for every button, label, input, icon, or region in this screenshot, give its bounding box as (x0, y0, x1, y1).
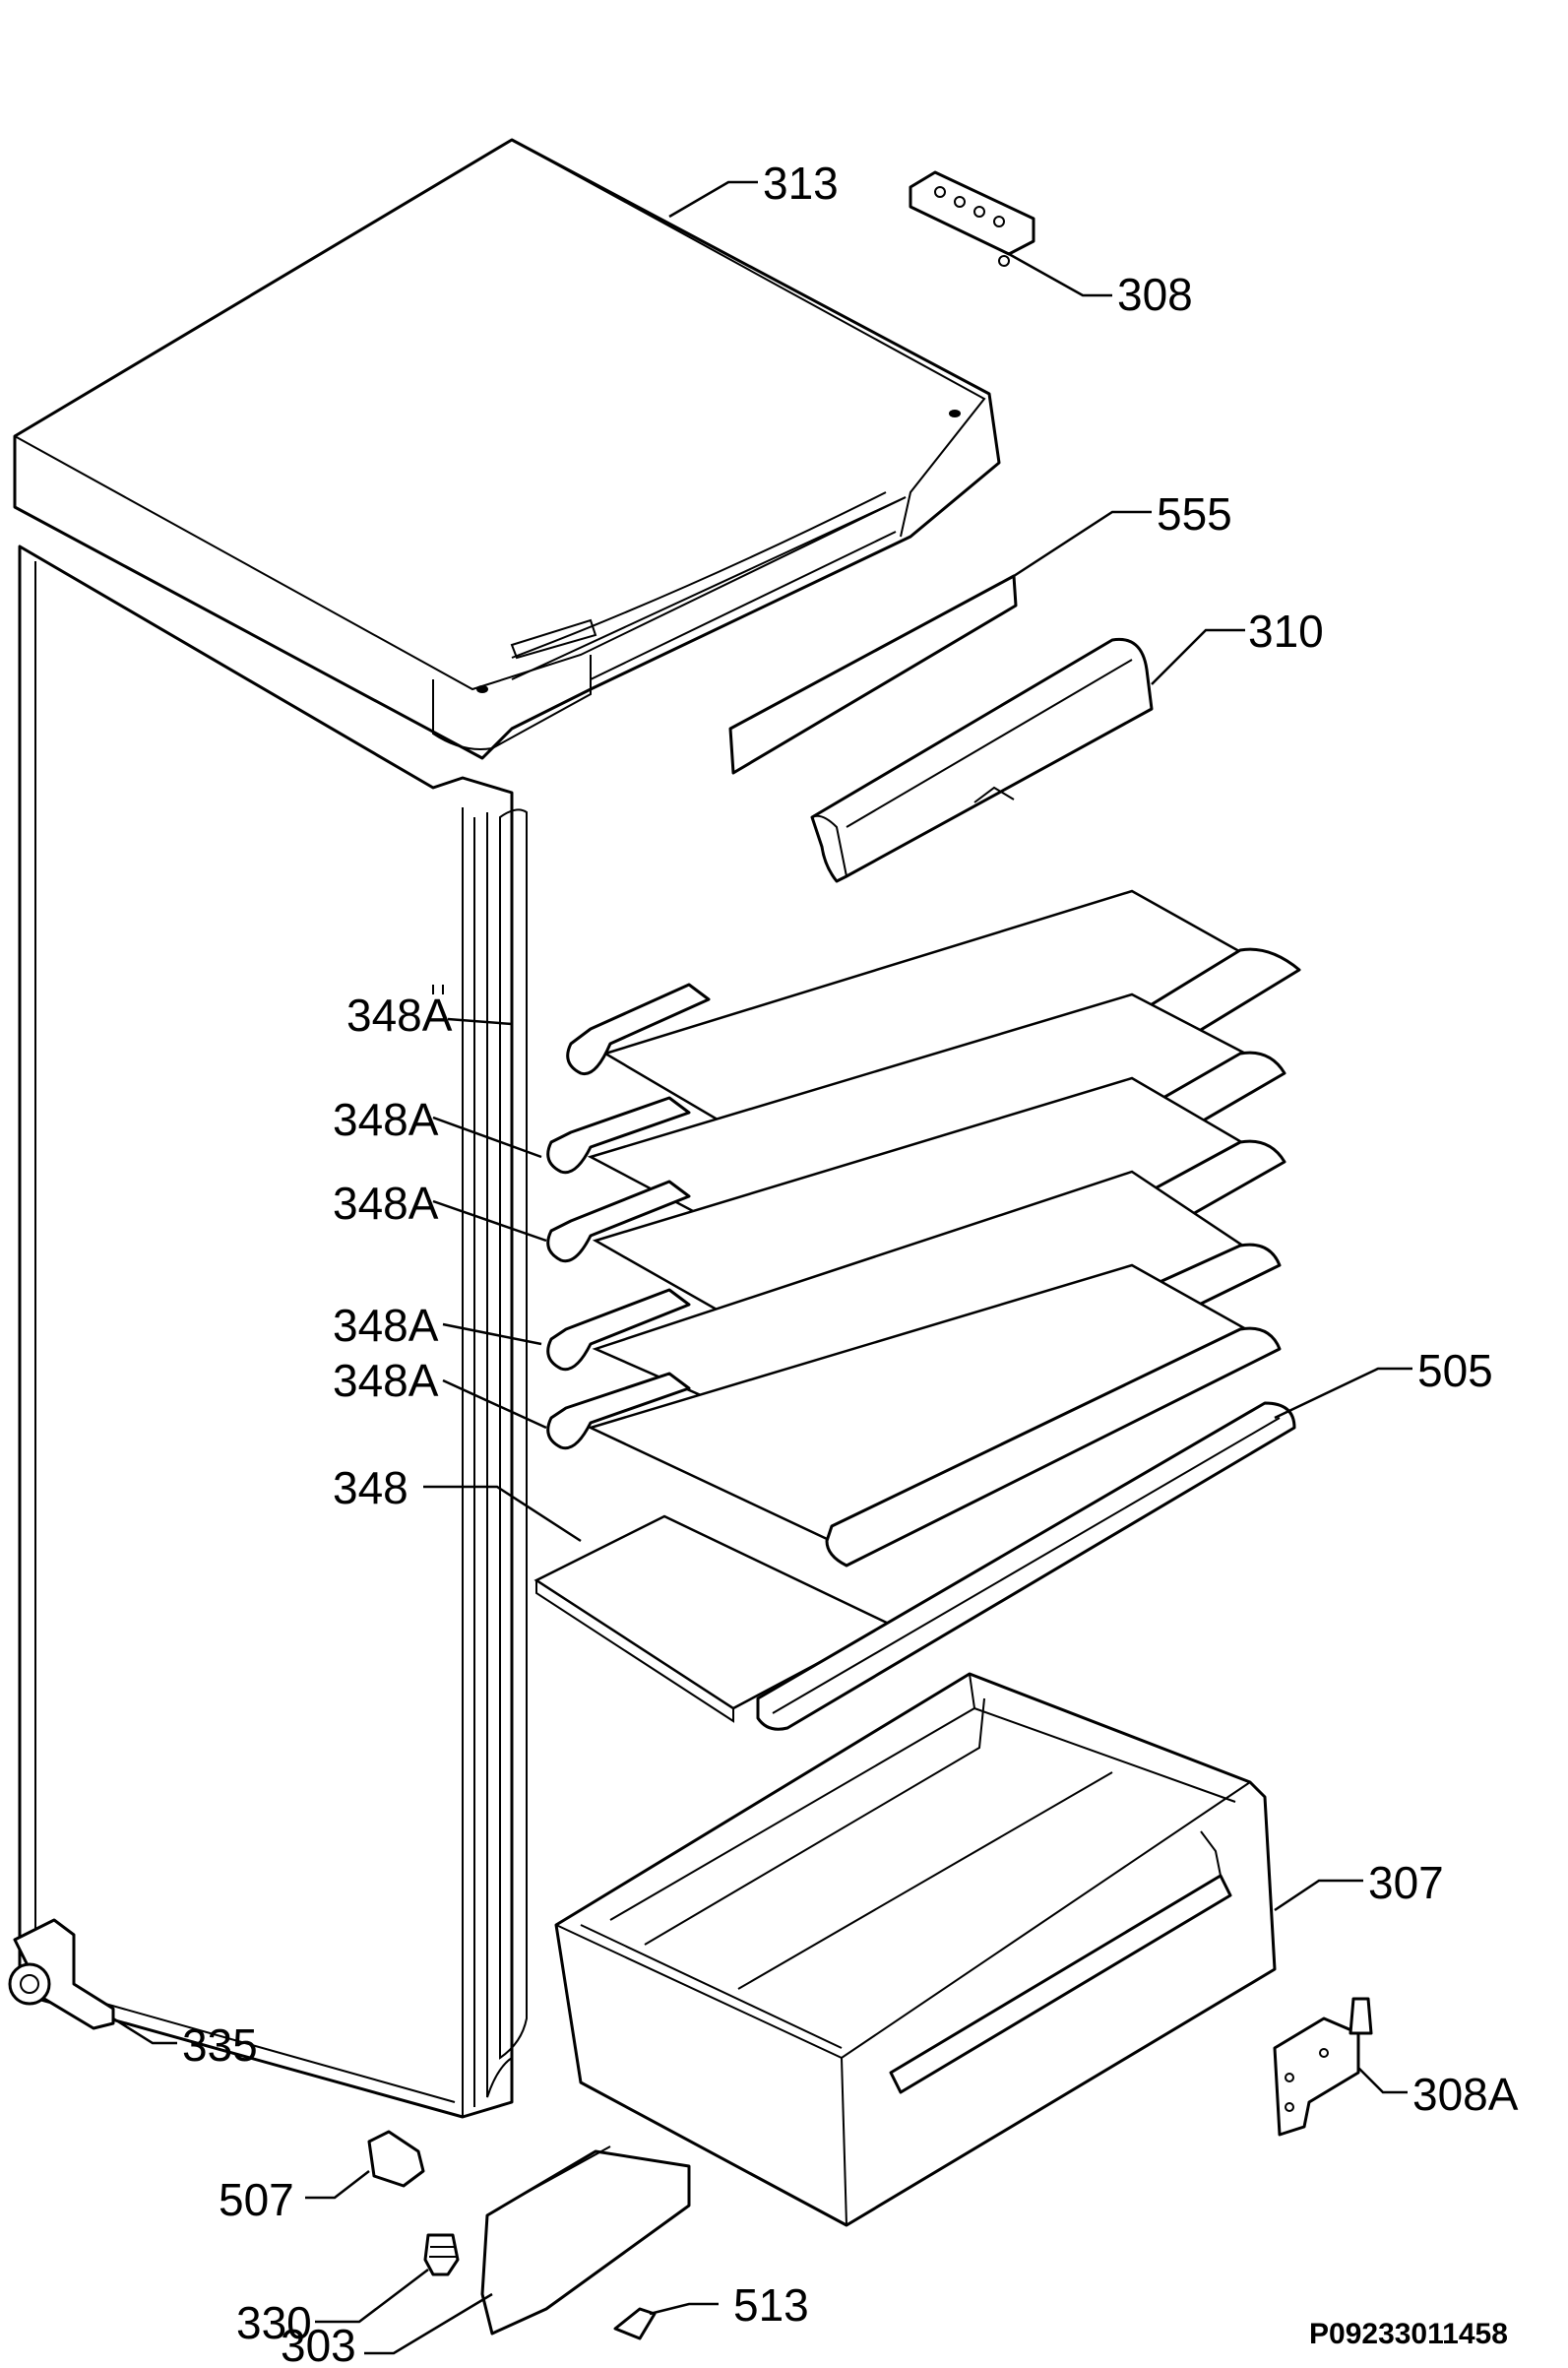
clip-507 (367, 2130, 425, 2188)
part-labels: 313 308 555 310 348A 348A 348A 348A 348A… (182, 158, 1519, 2368)
label-348a-4: 348A (333, 1300, 439, 1351)
label-313: 313 (763, 158, 839, 209)
plinth-303 (480, 2145, 691, 2336)
top-hinge-308 (909, 170, 1035, 267)
bottom-hinge-335 (8, 1918, 115, 2030)
label-307: 307 (1368, 1857, 1444, 1908)
label-348: 348 (333, 1462, 408, 1513)
panel-strip-555 (728, 574, 1018, 775)
drawing-code: P09233011458 (1309, 2318, 1508, 2350)
top-cover-313 (13, 138, 1001, 760)
label-513: 513 (733, 2279, 809, 2331)
glass-shelf-5 (546, 1263, 1282, 1568)
label-555: 555 (1157, 488, 1232, 540)
cabinet-body (18, 544, 528, 2119)
label-348a-3: 348A (333, 1178, 439, 1229)
cover-513 (613, 2307, 657, 2340)
label-348a-5: 348A (333, 1355, 439, 1406)
label-308a: 308A (1412, 2069, 1519, 2120)
handle-310 (810, 637, 1154, 883)
label-335: 335 (182, 2019, 258, 2071)
leader-lines (112, 180, 1412, 2355)
label-330: 330 (236, 2297, 312, 2348)
trim-505 (756, 1401, 1296, 1731)
label-507: 507 (219, 2174, 294, 2225)
bottom-hinge-308a (1273, 1997, 1373, 2137)
label-303: 303 (281, 2320, 356, 2363)
label-348a-1: 348A (346, 990, 453, 1041)
label-310: 310 (1248, 606, 1324, 657)
foot-330 (423, 2233, 460, 2276)
label-308: 308 (1117, 269, 1193, 320)
drawer-307 (554, 1672, 1277, 2227)
label-505: 505 (1417, 1345, 1493, 1396)
label-348a-2: 348A (333, 1094, 439, 1145)
